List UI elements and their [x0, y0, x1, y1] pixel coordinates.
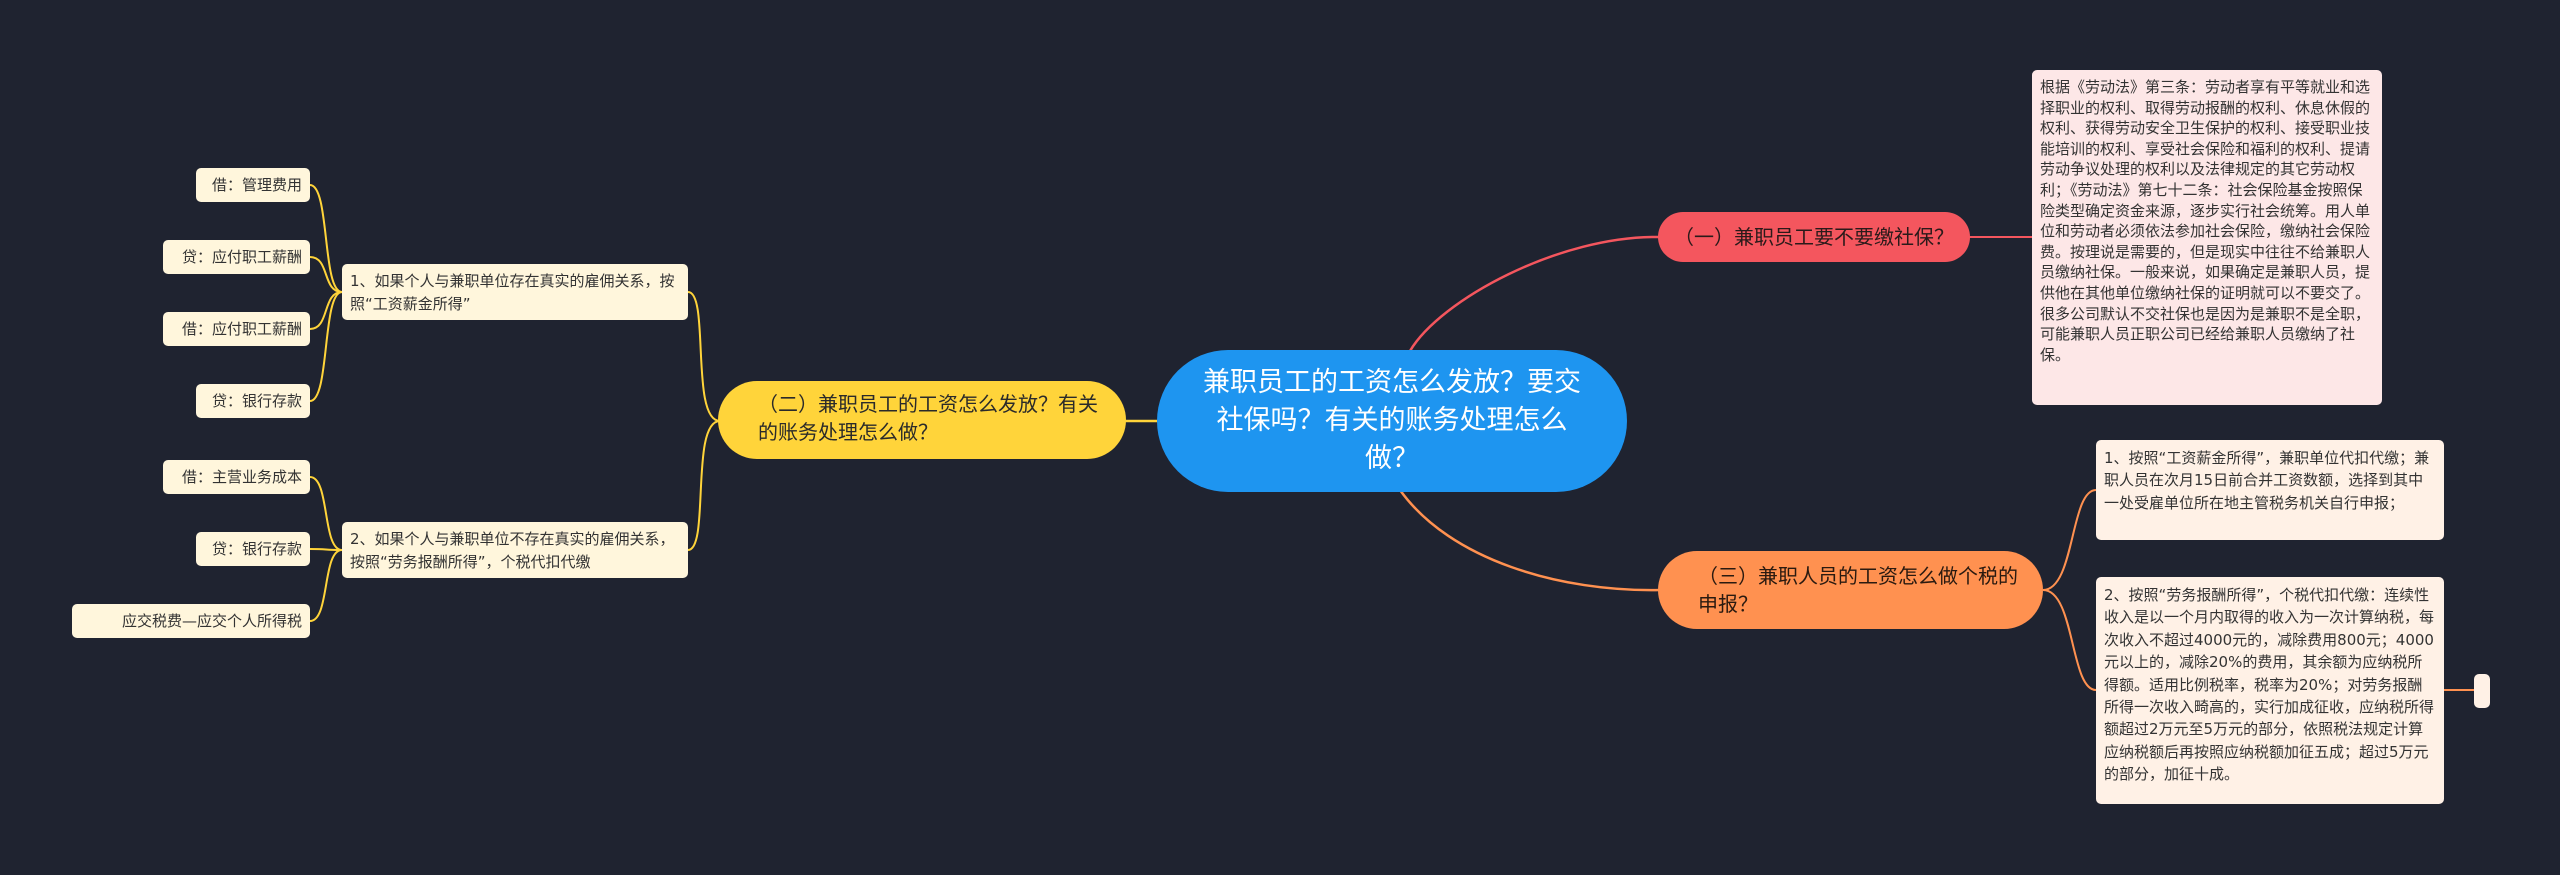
link-orange-note2 — [2042, 589, 2097, 691]
sub-topic-label: 2、如果个人与兼职单位不存在真实的雇佣关系，按照“劳务报酬所得”，个税代扣代缴 — [350, 530, 675, 571]
sub-topic-employment[interactable]: 1、如果个人与兼职单位存在真实的雇佣关系，按照“工资薪金所得” — [342, 264, 688, 320]
leaf-entry-label: 借：管理费用 — [211, 176, 302, 194]
leaf-entry[interactable]: 贷：银行存款 — [196, 532, 310, 566]
note-labor-law-text: 根据《劳动法》第三条：劳动者享有平等就业和选择职业的权利、取得劳动报酬的权利、休… — [2040, 78, 2371, 364]
note-labor-law[interactable]: 根据《劳动法》第三条：劳动者享有平等就业和选择职业的权利、取得劳动报酬的权利、休… — [2032, 70, 2382, 405]
leaf-entry-label: 贷：应付职工薪酬 — [181, 248, 302, 266]
leaf-entry[interactable]: 应交税费—应交个人所得税 — [72, 604, 310, 638]
sub-topic-no-employment[interactable]: 2、如果个人与兼职单位不存在真实的雇佣关系，按照“劳务报酬所得”，个税代扣代缴 — [342, 522, 688, 578]
note-labor-remuneration[interactable]: 2、按照“劳务报酬所得”，个税代扣代缴：连续性收入是以一个月内取得的收入为一次计… — [2096, 577, 2444, 804]
leaf-entry-label: 贷：银行存款 — [211, 540, 302, 558]
link-yellow-sub2 — [687, 420, 721, 551]
leaf-entry-label: 贷：银行存款 — [211, 392, 302, 410]
central-topic[interactable]: 兼职员工的工资怎么发放？要交社保吗？有关的账务处理怎么做？ — [1157, 350, 1627, 492]
leaf-entry-label: 应交税费—应交个人所得税 — [121, 612, 302, 630]
link-orange-note1 — [2042, 489, 2097, 591]
link-yellow-sub1 — [687, 291, 721, 422]
leaf-entry[interactable]: 借：管理费用 — [196, 168, 310, 202]
branch-tax-declaration-label: （三）兼职人员的工资怎么做个税的申报？ — [1698, 564, 2018, 616]
link-center-top-right — [1408, 235, 1661, 352]
branch-accounting-label: （二）兼职员工的工资怎么发放？有关的账务处理怎么做？ — [758, 392, 1098, 444]
leaf-entry[interactable]: 贷：银行存款 — [196, 384, 310, 418]
sub-topic-label: 1、如果个人与兼职单位存在真实的雇佣关系，按照“工资薪金所得” — [350, 272, 675, 313]
leaf-entry-label: 借：主营业务成本 — [181, 468, 302, 486]
branch-social-insurance-label: （一）兼职员工要不要缴社保？ — [1674, 225, 1954, 249]
branch-tax-declaration[interactable]: （三）兼职人员的工资怎么做个税的申报？ — [1658, 551, 2043, 629]
link-center-bottom-right — [1398, 489, 1661, 592]
note-salary-income-text: 1、按照“工资薪金所得”，兼职单位代扣代缴；兼职人员在次月15日前合并工资数额，… — [2104, 449, 2430, 512]
note-labor-remuneration-text: 2、按照“劳务报酬所得”，个税代扣代缴：连续性收入是以一个月内取得的收入为一次计… — [2104, 586, 2435, 784]
leaf-entry[interactable]: 借：应付职工薪酬 — [163, 312, 310, 346]
collapsed-node-handle[interactable] — [2474, 674, 2490, 708]
note-salary-income[interactable]: 1、按照“工资薪金所得”，兼职单位代扣代缴；兼职人员在次月15日前合并工资数额，… — [2096, 440, 2444, 540]
leaf-entry[interactable]: 贷：应付职工薪酬 — [163, 240, 310, 274]
branch-accounting[interactable]: （二）兼职员工的工资怎么发放？有关的账务处理怎么做？ — [718, 381, 1126, 459]
central-topic-label: 兼职员工的工资怎么发放？要交社保吗？有关的账务处理怎么做？ — [1203, 367, 1581, 474]
leaf-entry-label: 借：应付职工薪酬 — [181, 320, 302, 338]
leaf-entry[interactable]: 借：主营业务成本 — [163, 460, 310, 494]
branch-social-insurance[interactable]: （一）兼职员工要不要缴社保？ — [1658, 212, 1970, 262]
